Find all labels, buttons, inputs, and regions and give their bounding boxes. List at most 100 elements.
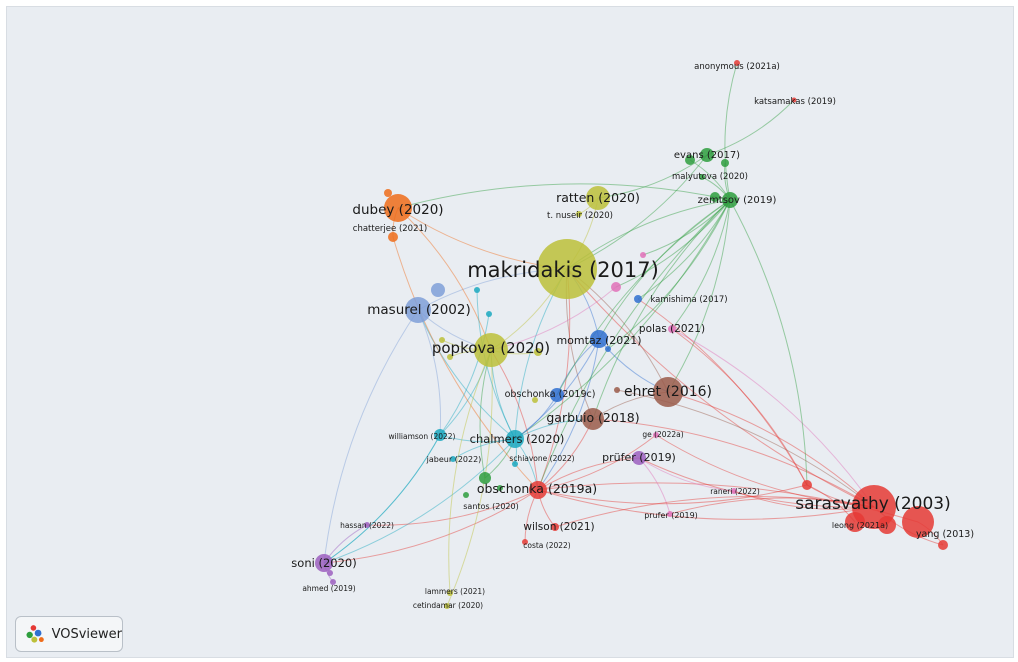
node-katsamakas[interactable] <box>791 97 797 103</box>
label-dubey: dubey (2020) <box>352 202 443 218</box>
link-kamishima-zemtsov <box>637 199 731 300</box>
link-popkova-dubey <box>397 207 492 351</box>
node-masurel2[interactable] <box>431 283 445 297</box>
node-dubey[interactable] <box>384 194 412 222</box>
node-y3[interactable] <box>534 348 542 356</box>
node-lammers[interactable] <box>447 590 453 596</box>
node-williamson[interactable] <box>434 429 446 441</box>
node-sara4[interactable] <box>845 512 865 532</box>
node-dubey-small[interactable] <box>384 189 392 197</box>
label-katsamakas: katsamakas (2019) <box>754 97 836 107</box>
label-cetindamar: cetindamar (2020) <box>413 601 483 610</box>
node-yang[interactable] <box>938 540 948 550</box>
node-soni2[interactable] <box>327 570 333 576</box>
node-popkova[interactable] <box>474 333 508 367</box>
vosviewer-logo-text: VOSviewer <box>51 626 122 642</box>
node-hassan[interactable] <box>364 522 370 528</box>
node-y4[interactable] <box>532 397 538 403</box>
node-y1[interactable] <box>439 337 445 343</box>
link-obschonka_a-soni <box>323 489 539 564</box>
node-y2[interactable] <box>447 354 453 360</box>
vosviewer-logo-button[interactable]: VOSviewer <box>15 616 123 652</box>
label-layer: anonymous (2021a) katsamakas (2019) evan… <box>291 62 974 610</box>
label-ratten: ratten (2020) <box>556 190 640 205</box>
link-chalmers-soni <box>323 438 516 564</box>
node-kamishima[interactable] <box>634 295 642 303</box>
link-obschonka_a-ge <box>537 434 657 491</box>
node-red-left[interactable] <box>802 480 812 490</box>
node-schiavone[interactable] <box>512 461 518 467</box>
link-prufer2-sarasvathy <box>669 497 875 515</box>
node-momtaz[interactable] <box>590 330 608 348</box>
node-prufer2[interactable] <box>667 511 673 517</box>
link-momtaz-zemtsov <box>598 199 731 340</box>
node-anonymous[interactable] <box>734 60 740 66</box>
label-wilson: wilson (2021) <box>523 521 594 533</box>
node-santos[interactable] <box>479 472 491 484</box>
node-evans[interactable] <box>700 148 714 162</box>
node-chalmers[interactable] <box>506 430 524 448</box>
node-c2[interactable] <box>486 311 492 317</box>
node-costa[interactable] <box>522 539 528 545</box>
label-chatterjee: chatterjee (2021) <box>353 224 427 234</box>
node-sara3[interactable] <box>878 516 896 534</box>
label-raneri: raneri (2022) <box>710 487 760 496</box>
link-kamishima-red_left <box>637 298 808 486</box>
node-ratten[interactable] <box>586 186 610 210</box>
node-raneri[interactable] <box>731 488 737 494</box>
node-malyutova[interactable] <box>699 174 705 180</box>
node-soni[interactable] <box>315 554 333 572</box>
link-masurel-williamson <box>417 309 441 436</box>
label-anonymous: anonymous (2021a) <box>694 62 780 72</box>
node-br1[interactable] <box>614 387 620 393</box>
node-g2[interactable] <box>497 485 503 491</box>
node-prufer[interactable] <box>632 451 646 465</box>
node-jabeur[interactable] <box>450 456 456 462</box>
node-polas[interactable] <box>668 325 676 333</box>
node-green2[interactable] <box>710 192 720 202</box>
node-g3[interactable] <box>463 492 469 498</box>
node-c1[interactable] <box>474 287 480 293</box>
label-sarasvathy: sarasvathy (2003) <box>795 494 950 514</box>
node-green1[interactable] <box>685 155 695 165</box>
label-ahmed: ahmed (2019) <box>302 584 355 593</box>
node-green3[interactable] <box>721 159 729 167</box>
label-makridakis: makridakis (2017) <box>467 258 659 282</box>
link-ehret-zemtsov <box>667 199 731 393</box>
link-obschonka_c-zemtsov <box>556 199 731 396</box>
link-ratten-evans <box>597 154 708 199</box>
label-santos: santos (2020) <box>463 502 518 511</box>
link-popkova-obschonka_a <box>490 349 539 491</box>
link-chatterjee-obschonka_a <box>392 236 539 491</box>
map-canvas[interactable]: anonymous (2021a) katsamakas (2019) evan… <box>6 6 1014 658</box>
node-garbuio[interactable] <box>582 408 604 430</box>
label-kamishima: kamishima (2017) <box>650 295 727 305</box>
node-obschonka-a[interactable] <box>529 481 547 499</box>
node-makridakis[interactable] <box>537 239 597 299</box>
node-ehret[interactable] <box>653 377 683 407</box>
node-ahmed[interactable] <box>330 579 336 585</box>
node-wilson[interactable] <box>551 523 559 531</box>
link-obschonka_a-momtaz <box>537 338 600 491</box>
node-obschonka-c[interactable] <box>550 388 564 402</box>
node-sara2[interactable] <box>902 506 934 538</box>
link-br1-sarasvathy <box>616 389 875 508</box>
network-map[interactable]: anonymous (2021a) katsamakas (2019) evan… <box>7 7 1014 658</box>
label-nuseir: t. nuseir (2020) <box>547 211 613 221</box>
link-popkova-santos <box>479 349 492 479</box>
link-dubey-zemtsov <box>397 183 731 209</box>
node-cetindamar[interactable] <box>444 603 450 609</box>
node-b1[interactable] <box>605 346 611 352</box>
label-soni: soni (2020) <box>291 556 356 570</box>
node-ge[interactable] <box>653 432 659 438</box>
node-chatterjee[interactable] <box>388 232 398 242</box>
node-pinknode[interactable] <box>611 282 621 292</box>
label-prufer: prüfer (2019) <box>602 451 676 464</box>
node-zemtsov[interactable] <box>722 192 738 208</box>
link-makridakis-sarasvathy <box>566 268 875 508</box>
node-masurel[interactable] <box>405 297 431 323</box>
node-pk1[interactable] <box>640 252 646 258</box>
node-nuseir[interactable] <box>576 211 582 217</box>
link-red_left-obschonka_a <box>537 484 808 505</box>
label-ge: ge (2022a) <box>642 430 683 439</box>
